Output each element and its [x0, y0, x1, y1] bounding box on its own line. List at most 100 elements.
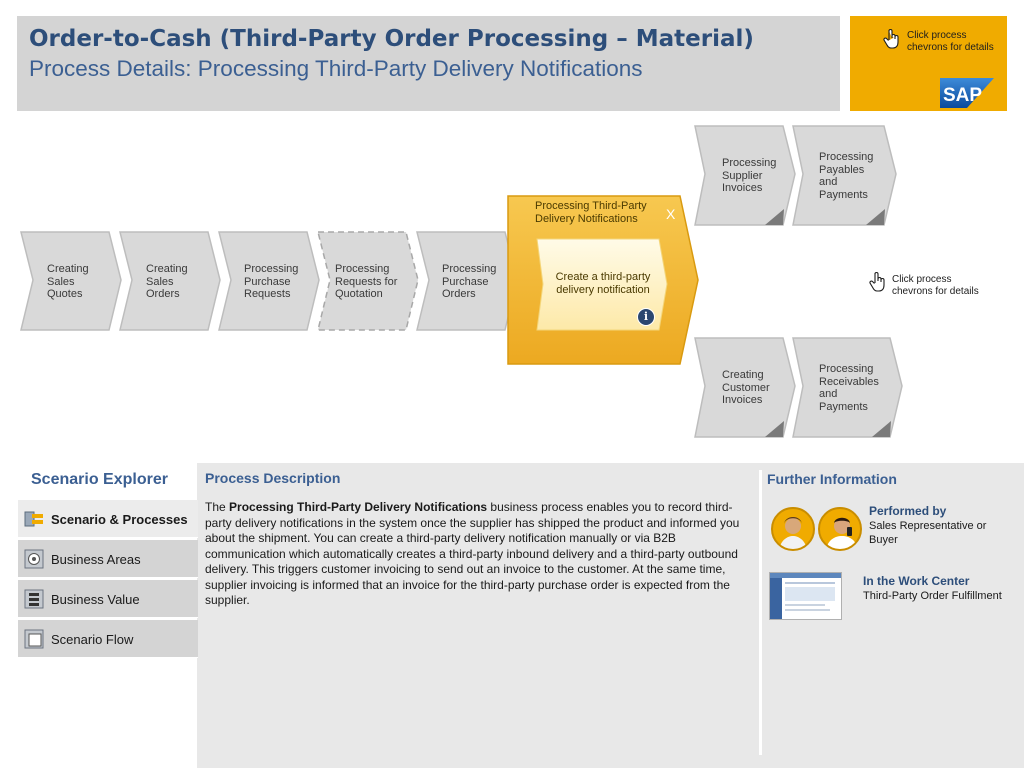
further-information-panel: Further Information Performed by Sales R… — [762, 463, 1024, 768]
label-line: Payments — [819, 188, 868, 201]
panel-divider — [759, 470, 762, 755]
label-line: Payables — [819, 163, 865, 176]
business-areas-icon — [24, 549, 44, 569]
label-line: Quotation — [335, 288, 383, 300]
pointer-hand-icon — [869, 272, 885, 292]
label-line: and — [819, 176, 838, 188]
label-line: Customer — [722, 381, 770, 394]
chevron-creating-sales-orders[interactable]: Creating Sales Orders — [116, 230, 221, 332]
brand-hint-line2: chevrons for details — [907, 42, 994, 53]
scenario-explorer-title: Scenario Explorer — [31, 471, 168, 488]
chevron-label: Processing Payables and Payments — [819, 151, 873, 201]
label-line: Processing — [244, 263, 299, 275]
explorer-item-business-areas[interactable]: Business Areas — [18, 540, 198, 578]
active-process-step[interactable]: Processing Third-Party Delivery Notifica… — [507, 195, 699, 365]
label-line: Payments — [819, 400, 868, 413]
label-line: Supplier — [722, 169, 763, 182]
label-line: Quotes — [47, 288, 83, 300]
process-description-text: The Processing Third-Party Delivery Noti… — [205, 500, 745, 609]
label-line: Sales — [146, 275, 174, 288]
chevron-label: Creating Sales Orders — [146, 263, 188, 301]
brand-hint: Click process chevrons for details — [907, 30, 994, 54]
label-line: Creating — [47, 263, 89, 275]
description-intro: The — [205, 500, 230, 514]
scenario-explorer: Scenario Explorer Scenario & Processes B… — [17, 463, 198, 768]
label-line: Processing — [442, 263, 497, 275]
chevron-processing-requests-for-quotation[interactable]: Processing Requests for Quotation — [314, 230, 419, 332]
label-line: Processing — [722, 157, 777, 169]
label-line: Requests for — [335, 275, 398, 288]
work-center-thumbnail — [769, 572, 842, 620]
chevron-processing-payables-and-payments[interactable]: Processing Payables and Payments — [791, 124, 897, 227]
pointer-hand-icon — [883, 29, 899, 49]
label-line: delivery notification — [556, 283, 650, 296]
chevron-label: Creating Sales Quotes — [47, 263, 89, 301]
label-line: Processing Third-Party — [535, 200, 647, 212]
label-line: Processing — [335, 263, 390, 275]
explorer-item-business-value[interactable]: Business Value — [18, 580, 198, 618]
scenario-flow-icon — [24, 629, 44, 649]
business-value-icon — [24, 589, 44, 609]
chevron-creating-sales-quotes[interactable]: Creating Sales Quotes — [17, 230, 122, 332]
further-information-title: Further Information — [767, 471, 897, 487]
explorer-item-label: Scenario Flow — [51, 632, 134, 647]
work-center-label: In the Work Center — [863, 574, 970, 588]
chevron-processing-purchase-orders[interactable]: Processing Purchase Orders — [413, 230, 518, 332]
avatar-buyer — [818, 507, 862, 551]
flow-hint-line2: chevrons for details — [892, 286, 979, 297]
sub-step-create-notification[interactable]: Create a third-party delivery notificati… — [548, 271, 658, 296]
label-line: Create a third-party — [555, 271, 651, 283]
sap-logo: SAP — [940, 78, 994, 108]
chevron-processing-purchase-requests[interactable]: Processing Purchase Requests — [215, 230, 320, 332]
description-process-name: Processing Third-Party Delivery Notifica… — [229, 500, 488, 514]
brand-hint-line1: Click process — [907, 30, 967, 41]
info-icon[interactable]: i — [637, 308, 655, 326]
performed-by-value: Sales Representative or Buyer — [869, 520, 987, 546]
label-line: Orders — [146, 288, 180, 300]
page-title: Order-to-Cash (Third-Party Order Process… — [29, 26, 754, 52]
label-line: Creating — [146, 263, 188, 275]
performed-by-label: Performed by — [869, 504, 947, 518]
work-center-value: Third-Party Order Fulfillment — [863, 590, 1002, 602]
chevron-label: Processing Purchase Requests — [244, 263, 298, 301]
label-line: Delivery Notifications — [535, 212, 638, 225]
label-line: Receivables — [819, 375, 879, 388]
scenario-icon — [24, 511, 43, 527]
flow-hint: Click process chevrons for details — [892, 274, 979, 298]
chevron-creating-customer-invoices[interactable]: Creating Customer Invoices — [693, 336, 796, 439]
chevron-processing-receivables-and-payments[interactable]: Processing Receivables and Payments — [791, 336, 903, 439]
explorer-item-scenario-flow[interactable]: Scenario Flow — [18, 620, 198, 658]
label-line: Creating — [722, 369, 764, 381]
chevron-label: Processing Requests for Quotation — [335, 263, 397, 301]
label-line: Requests — [244, 288, 291, 300]
label-line: Orders — [442, 288, 476, 300]
process-description-panel: Process Description The Processing Third… — [197, 463, 1024, 768]
brand-panel: Click process chevrons for details SAP — [850, 16, 1007, 111]
label-line: Invoices — [722, 182, 763, 194]
flow-hint-line1: Click process — [892, 274, 952, 285]
process-description-title: Process Description — [205, 470, 341, 486]
avatar-sales-representative — [771, 507, 815, 551]
chevron-label: Processing Purchase Orders — [442, 263, 496, 301]
explorer-item-label: Business Areas — [51, 552, 141, 567]
page-subtitle: Process Details: Processing Third-Party … — [29, 56, 643, 81]
explorer-item-label: Business Value — [51, 592, 140, 607]
label-line: Sales — [47, 275, 75, 288]
chevron-processing-supplier-invoices[interactable]: Processing Supplier Invoices — [693, 124, 796, 227]
label-line: Invoices — [722, 394, 763, 406]
label-line: Purchase — [244, 275, 291, 288]
chevron-label: Processing Supplier Invoices — [722, 157, 776, 195]
sap-logo-text: SAP — [943, 85, 982, 106]
label-line: Purchase — [442, 275, 489, 288]
header-banner: Order-to-Cash (Third-Party Order Process… — [17, 16, 840, 111]
explorer-item-scenario-processes[interactable]: Scenario & Processes — [18, 500, 198, 538]
chevron-label: Creating Customer Invoices — [722, 369, 770, 407]
description-body: business process enables you to record t… — [205, 500, 740, 607]
label-line: Processing — [819, 151, 874, 163]
explorer-item-label: Scenario & Processes — [51, 512, 188, 527]
active-step-title: Processing Third-Party Delivery Notifica… — [535, 200, 675, 225]
close-icon[interactable]: X — [666, 206, 676, 222]
label-line: and — [819, 388, 838, 400]
label-line: Processing — [819, 363, 874, 375]
chevron-label: Processing Receivables and Payments — [819, 363, 879, 413]
